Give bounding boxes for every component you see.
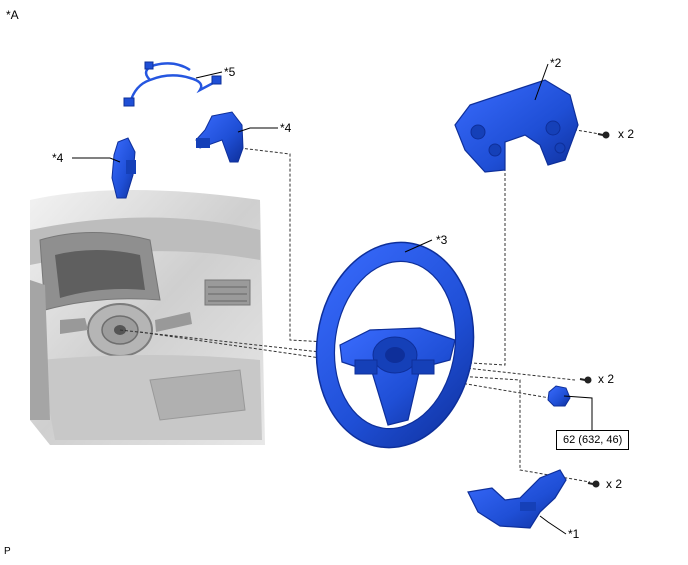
callout-part2: *2	[550, 56, 562, 70]
callout-part5: *5	[224, 65, 236, 79]
screw-bottom-icon	[587, 480, 600, 488]
wire-harness-part	[123, 61, 222, 107]
steering-wheel-part	[315, 241, 475, 449]
callout-part4-right: *4	[280, 121, 292, 135]
callout-part3: *3	[436, 233, 448, 247]
qty-screw-bottom: x 2	[606, 477, 623, 491]
corner-mark: P	[4, 546, 11, 557]
paddle-switch-right-part	[195, 111, 244, 163]
screw-mid-icon	[579, 376, 592, 384]
lower-cover-part	[467, 469, 567, 529]
callout-lines	[72, 63, 593, 535]
callout-part4-left: *4	[52, 151, 64, 165]
screw-top-icon	[597, 131, 610, 139]
torque-spec-box: 62 (632, 46)	[556, 430, 630, 450]
paddle-switch-left-part	[111, 137, 136, 199]
callout-part1: *1	[568, 527, 580, 541]
steering-switch-part	[454, 79, 579, 173]
vehicle-interior-photo	[30, 190, 265, 445]
steering-wheel-nut	[547, 385, 571, 407]
qty-screw-top: x 2	[618, 127, 635, 141]
qty-screw-mid: x 2	[598, 372, 615, 386]
view-label: *A	[6, 8, 19, 22]
